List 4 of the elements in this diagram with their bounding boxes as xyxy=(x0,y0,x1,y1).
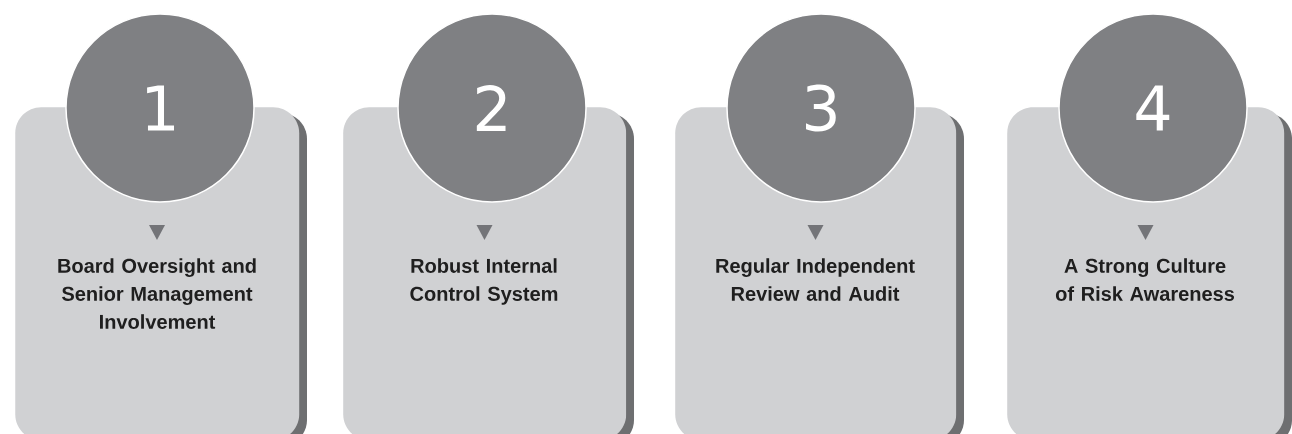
step-title: Board Oversight and Senior Management Involvement xyxy=(58,258,256,329)
step-title: A Strong Culture of Risk Awareness xyxy=(1055,258,1235,301)
step-title: Regular Independent Review and Audit xyxy=(716,258,915,301)
step-title: Robust Internal Control System xyxy=(410,258,558,305)
